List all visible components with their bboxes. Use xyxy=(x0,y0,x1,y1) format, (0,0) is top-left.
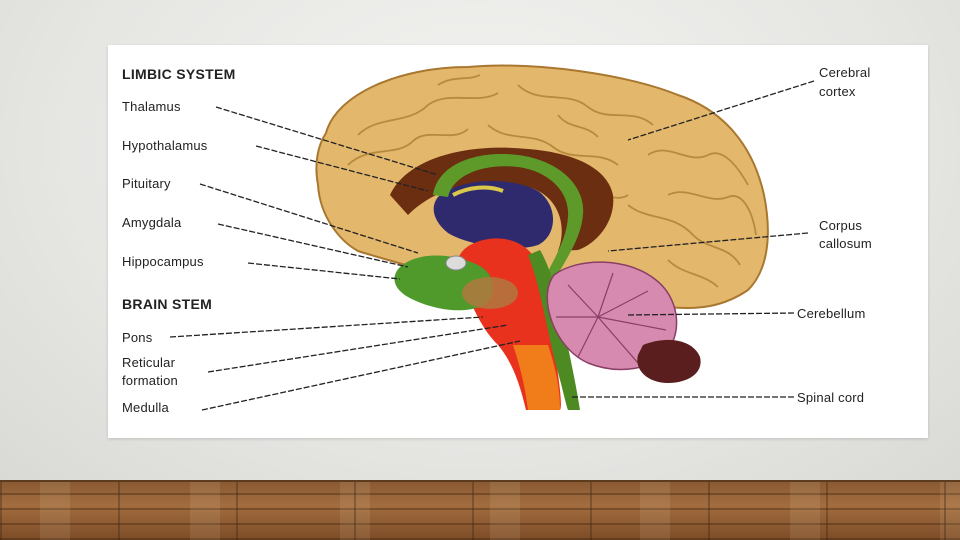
label-corpus: Corpus xyxy=(819,218,862,233)
label-pons: Pons xyxy=(122,330,152,345)
limbic-system-header: LIMBIC SYSTEM xyxy=(122,67,236,82)
label-medulla: Medulla xyxy=(122,400,169,415)
label-pituitary: Pituitary xyxy=(122,176,171,191)
cerebellum-shadow xyxy=(637,340,700,383)
amygdala-shape xyxy=(462,277,518,309)
label-cerebral: Cerebral xyxy=(819,65,870,80)
label-amygdala: Amygdala xyxy=(122,215,181,230)
pituitary-shape xyxy=(446,256,466,270)
label-formation: formation xyxy=(122,373,178,388)
brain-stem-header: BRAIN STEM xyxy=(122,297,212,312)
label-callosum: callosum xyxy=(819,236,872,251)
wooden-floor xyxy=(0,482,960,540)
label-thalamus: Thalamus xyxy=(122,99,181,114)
label-reticular: Reticular xyxy=(122,355,175,370)
label-cerebellum: Cerebellum xyxy=(797,306,865,321)
label-hypothalamus: Hypothalamus xyxy=(122,138,208,153)
label-cortex: cortex xyxy=(819,84,856,99)
label-spinal-cord: Spinal cord xyxy=(797,390,864,405)
brain-diagram xyxy=(108,45,928,438)
diagram-card: LIMBIC SYSTEM Thalamus Hypothalamus Pitu… xyxy=(108,45,928,438)
label-hippocampus: Hippocampus xyxy=(122,254,204,269)
